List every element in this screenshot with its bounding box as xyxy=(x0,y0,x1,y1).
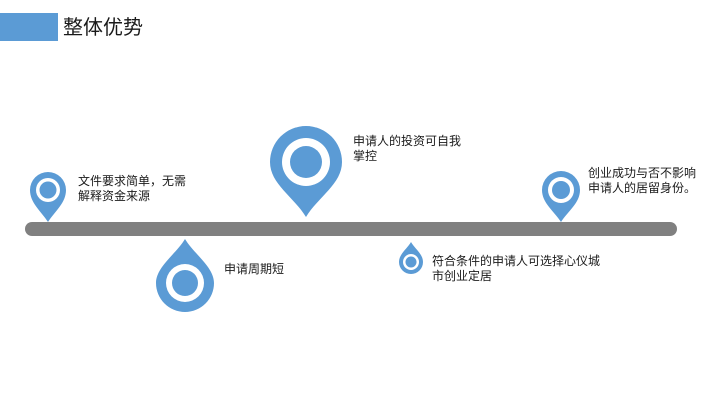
slide-title: 整体优势 xyxy=(63,15,143,39)
drop-marker-icon xyxy=(398,242,424,275)
timeline-bar xyxy=(25,222,677,236)
map-pin-icon xyxy=(268,124,344,217)
title-accent-bar xyxy=(0,13,58,41)
advantage-text-1: 文件要求简单，无需解释资金来源 xyxy=(78,174,187,203)
map-pin-icon xyxy=(540,169,582,222)
drop-marker-icon xyxy=(155,239,215,313)
advantage-text-2: 申请周期短 xyxy=(224,262,285,276)
advantage-text-4: 符合条件的申请人可选择心仪城市创业定居 xyxy=(432,254,601,283)
advantage-text-5: 创业成功与否不影响申请人的居留身份。 xyxy=(588,166,697,195)
advantage-text-3: 申请人的投资可自我掌控 xyxy=(353,134,462,163)
map-pin-icon xyxy=(28,170,68,222)
